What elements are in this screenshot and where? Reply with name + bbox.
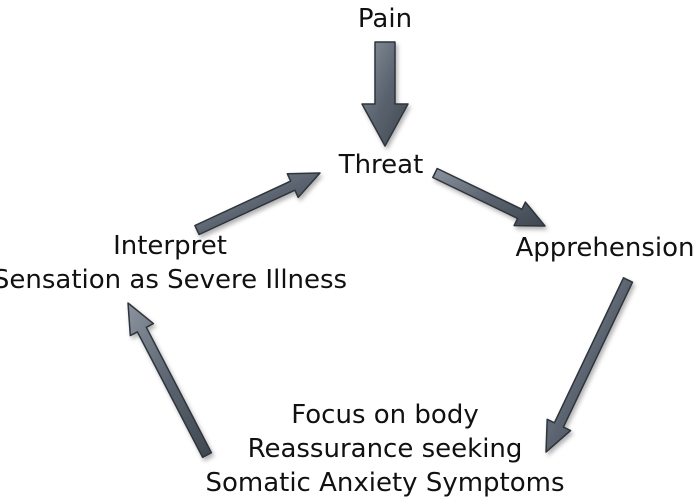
threat-label: Threat xyxy=(338,150,424,180)
pain-label: Pain xyxy=(357,4,413,34)
node-threat: Threat xyxy=(0,152,700,178)
arrow-interpret-to-threat xyxy=(194,172,321,236)
symptoms-label-line-3: Somatic Anxiety Symptoms xyxy=(205,468,565,498)
interpret-label-line-1: Interpret xyxy=(113,231,227,261)
node-pain: Pain xyxy=(0,6,700,32)
arrow-apprehension-to-symptoms xyxy=(545,277,634,453)
node-interpret: Interpret Sensation as Severe Illness xyxy=(0,233,347,301)
symptoms-label-line-1: Focus on body xyxy=(291,400,479,430)
arrow-pain-to-threat xyxy=(361,41,409,147)
node-apprehension: Apprehension xyxy=(515,235,694,261)
arrow-symptoms-to-interpret xyxy=(127,302,213,459)
symptoms-label-line-2: Reassurance seeking xyxy=(247,434,523,464)
interpret-label-line-2: Sensation as Severe Illness xyxy=(0,265,348,295)
arrow-threat-to-apprehension xyxy=(432,167,546,227)
apprehension-label: Apprehension xyxy=(515,233,695,263)
node-symptoms: Focus on body Reassurance seeking Somati… xyxy=(205,402,564,504)
